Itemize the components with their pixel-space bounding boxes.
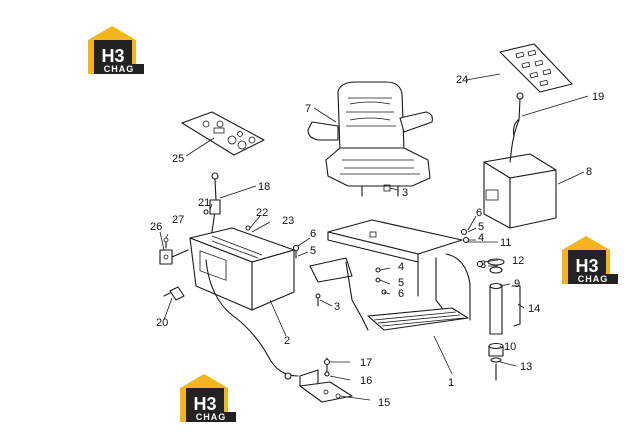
label-13: 13 bbox=[520, 361, 532, 373]
svg-text:CHAG: CHAG bbox=[104, 64, 135, 74]
part-number-labels: 24 19 8 25 7 3 18 21 22 23 27 26 6 5 20 … bbox=[150, 74, 604, 409]
control-plate-25 bbox=[181, 111, 265, 156]
label-1: 1 bbox=[448, 377, 454, 389]
label-10: 10 bbox=[504, 341, 516, 353]
label-11: 11 bbox=[500, 237, 511, 249]
shaft-9 bbox=[487, 258, 505, 381]
label-26: 26 bbox=[150, 221, 162, 233]
label-5-right: 5 bbox=[478, 221, 484, 233]
label-25: 25 bbox=[172, 153, 184, 165]
svg-text:H3: H3 bbox=[101, 46, 124, 66]
svg-text:H3: H3 bbox=[193, 394, 216, 414]
label-3-left: 3 bbox=[334, 301, 340, 313]
label-5-left: 5 bbox=[310, 245, 316, 257]
label-14: 14 bbox=[528, 303, 540, 315]
label-17: 17 bbox=[360, 357, 372, 369]
label-22: 22 bbox=[256, 207, 268, 219]
label-24: 24 bbox=[456, 74, 468, 86]
svg-text:CHAG: CHAG bbox=[578, 274, 609, 284]
pedal-bracket-15 bbox=[284, 369, 353, 403]
label-12: 12 bbox=[512, 255, 524, 267]
operator-seat-7 bbox=[307, 81, 433, 197]
label-19: 19 bbox=[592, 91, 604, 103]
logo-top-left: H3 CHAG bbox=[88, 26, 144, 74]
label-6-left: 6 bbox=[310, 228, 316, 240]
label-21: 21 bbox=[198, 197, 210, 209]
label-23: 23 bbox=[282, 215, 294, 227]
label-5-mid: 5 bbox=[398, 277, 404, 289]
svg-text:CHAG: CHAG bbox=[196, 412, 227, 422]
label-8: 8 bbox=[586, 166, 592, 178]
label-3-seat: 3 bbox=[402, 187, 408, 199]
bracket-20 bbox=[163, 286, 185, 301]
label-27: 27 bbox=[172, 214, 184, 226]
bolt-16-17 bbox=[323, 357, 331, 377]
handle-14 bbox=[511, 285, 521, 327]
logo-right: H3 CHAG bbox=[562, 236, 618, 284]
label-6-mid: 6 bbox=[398, 288, 404, 300]
lever-19 bbox=[509, 92, 524, 163]
label-2: 2 bbox=[284, 335, 290, 347]
leader-lines bbox=[159, 73, 589, 401]
label-6-right: 6 bbox=[476, 207, 482, 219]
control-box-2 bbox=[189, 227, 299, 377]
label-20: 20 bbox=[156, 317, 168, 329]
label-16: 16 bbox=[360, 375, 372, 387]
label-18: 18 bbox=[258, 181, 270, 193]
label-4-right: 4 bbox=[478, 232, 484, 244]
label-9: 9 bbox=[514, 278, 520, 290]
logo-bottom-left: H3 CHAG bbox=[180, 374, 236, 422]
hinge-26 bbox=[159, 249, 189, 265]
bolt-27 bbox=[163, 237, 169, 249]
mounting-plate-24 bbox=[499, 43, 573, 93]
svg-text:H3: H3 bbox=[575, 256, 598, 276]
lever-18 bbox=[209, 172, 221, 233]
label-7: 7 bbox=[305, 103, 311, 115]
battery-box-8 bbox=[483, 153, 557, 229]
seat-frame-1 bbox=[309, 219, 471, 331]
bolts bbox=[203, 209, 484, 307]
label-15: 15 bbox=[378, 397, 390, 409]
label-4-mid: 4 bbox=[398, 261, 404, 273]
label-3-right: 3 bbox=[480, 259, 486, 271]
